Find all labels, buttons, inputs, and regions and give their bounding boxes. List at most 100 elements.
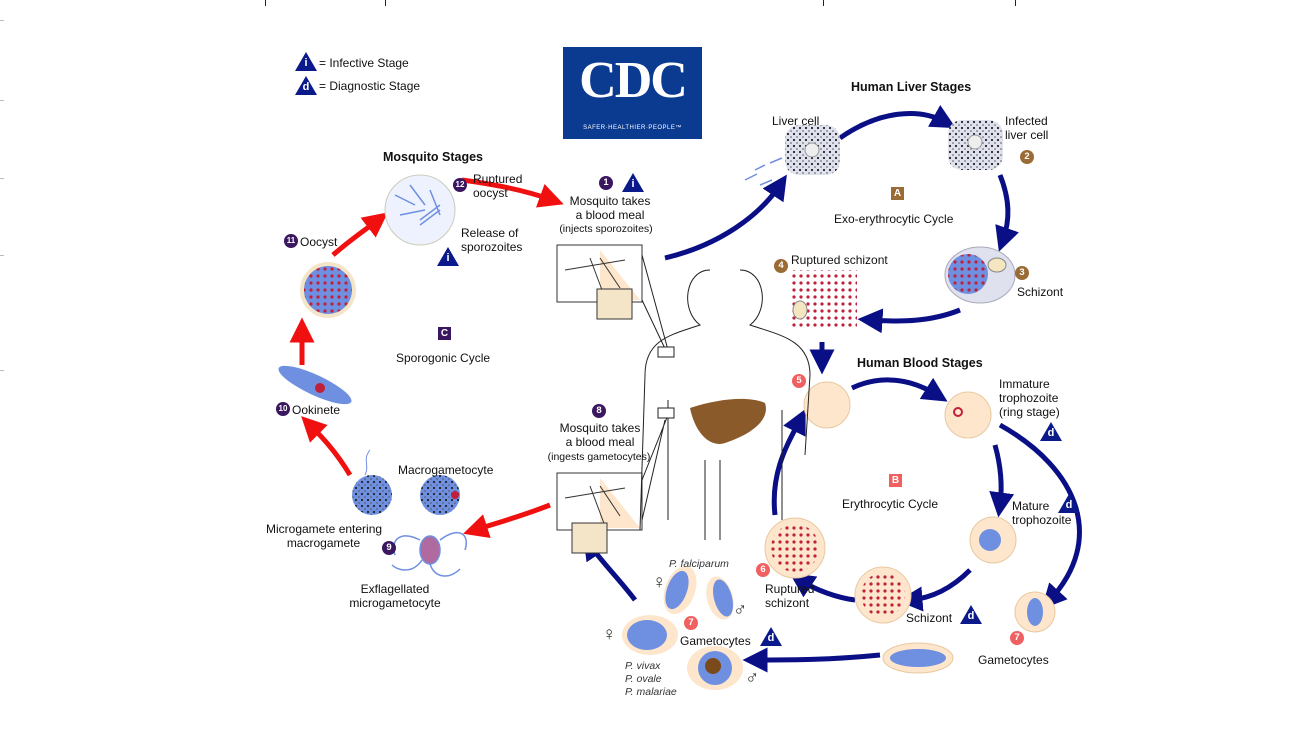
- mosquito-box-1: [556, 244, 643, 320]
- exflagellated-label: Exflagellated microgametocyte: [349, 582, 441, 610]
- infective-stage-icon: i: [437, 247, 459, 266]
- liver-organ: [690, 398, 766, 444]
- step-10-label: Ookinete: [292, 403, 341, 417]
- infective-stage-icon: i: [295, 52, 317, 71]
- step-1-sub: (injects sporozoites): [559, 223, 653, 235]
- erythrocytic-label: Erythrocytic Cycle: [842, 497, 939, 511]
- infected-liver-cell: [948, 120, 1003, 170]
- step-2-label: Infected liver cell: [1005, 114, 1049, 142]
- male-symbol: ♂: [745, 668, 760, 689]
- liver-schizont: [944, 246, 1016, 304]
- section-liver-title: Human Liver Stages: [851, 80, 972, 94]
- step-5-badge: 5: [792, 374, 806, 388]
- step-3-badge: 3: [1015, 266, 1029, 280]
- step-8-label: Mosquito takes a blood meal: [559, 421, 641, 449]
- falciparum-label: P. falciparum: [669, 558, 729, 570]
- arrow-ring-mature: [989, 444, 1015, 518]
- step-12-badge: 12: [453, 178, 467, 192]
- arrow-ruptured-rbc: [771, 408, 806, 516]
- step-2-badge: 2: [1020, 150, 1034, 164]
- step-8-badge: 8: [592, 404, 606, 418]
- step-11-badge: 11: [284, 234, 298, 248]
- blood-schizont-label: Schizont: [906, 611, 953, 625]
- red-blood-cell: [803, 381, 851, 429]
- human-silhouette: [639, 269, 811, 540]
- diagnostic-stage-icon: d: [295, 76, 317, 95]
- arrow-to-gametocytes: [742, 647, 881, 673]
- step-7b-badge: 7: [684, 616, 698, 630]
- diagnostic-stage-icon: d: [960, 605, 982, 624]
- immature-trophozoite-label: Immature trophozoite (ring stage): [999, 377, 1060, 419]
- sporogonic-label: Sporogonic Cycle: [396, 351, 491, 365]
- edge-mark: [265, 0, 266, 6]
- edge-mark: [0, 178, 4, 179]
- step-8-sub: (ingests gametocytes): [547, 451, 651, 463]
- liver-cell: [785, 125, 840, 175]
- edge-mark: [0, 255, 4, 256]
- edge-mark: [823, 0, 824, 6]
- section-mosquito-title: Mosquito Stages: [383, 150, 484, 164]
- step-7b-label: Gametocytes: [680, 634, 751, 648]
- step-9-badge: 9: [382, 541, 396, 555]
- arrow-mature-schizont: [897, 568, 972, 612]
- macrogametocyte-label: Macrogametocyte: [398, 463, 494, 477]
- diagnostic-stage-icon: d: [760, 627, 782, 646]
- cdc-logo: CDC SAFER·HEALTHIER·PEOPLE™: [563, 47, 702, 139]
- arrow-oocyst-release: [461, 177, 564, 208]
- step-4-badge: 4: [774, 259, 788, 273]
- arrow-to-liver: [664, 174, 787, 261]
- cycle-a-badge: A: [891, 187, 904, 200]
- cycle-c-badge: C: [438, 327, 451, 340]
- arrow-mosquito-zygote: [463, 502, 551, 539]
- release-sporozoites-label: Release of sporozoites: [461, 226, 523, 254]
- oocyst: [300, 262, 356, 318]
- exflagellated-cell: [391, 531, 467, 577]
- ruptured-oocyst: [384, 174, 456, 246]
- diagnostic-stage-icon: d: [1058, 494, 1080, 513]
- step-10-badge: 10: [276, 402, 290, 416]
- infective-stage-icon: i: [622, 173, 644, 192]
- female-symbol: ♀: [652, 572, 667, 593]
- male-symbol: ♂: [733, 600, 748, 621]
- step-12-label: Ruptured oocyst: [473, 172, 523, 200]
- sporozoites: [744, 157, 783, 186]
- mosquito-box-8: [556, 472, 643, 554]
- legend-infective-label: = Infective Stage: [319, 56, 409, 70]
- step-9-label: Microgamete entering macrogamete: [266, 522, 383, 550]
- exo-erythrocytic-label: Exo-erythrocytic Cycle: [834, 212, 954, 226]
- arrow-schizont-ruptured-blood: [789, 573, 856, 603]
- step-6-badge: 6: [756, 563, 770, 577]
- step-6-label: Ruptured schizont: [765, 582, 815, 610]
- step-3-label: Schizont: [1017, 285, 1064, 299]
- diagnostic-stage-icon: d: [1040, 422, 1062, 441]
- step-1-label: Mosquito takes a blood meal: [569, 194, 651, 222]
- edge-mark: [1015, 0, 1016, 6]
- step-1-badge: 1: [599, 176, 613, 190]
- arrow-zygote-ookinete: [301, 416, 353, 477]
- edge-mark: [0, 100, 4, 101]
- zygote: [352, 449, 392, 515]
- edge-mark: [0, 20, 4, 21]
- liver-cell-label: Liver cell: [772, 114, 820, 128]
- arrow-liver-infected: [838, 104, 956, 141]
- arrow-oocyst-ruptured: [331, 212, 388, 257]
- edge-mark: [385, 0, 386, 6]
- step-7-label: Gametocytes: [978, 653, 1049, 667]
- ring-trophozoite: [944, 391, 992, 439]
- step-4-label: Ruptured schizont: [791, 253, 888, 267]
- step-7-badge: 7: [1010, 631, 1024, 645]
- female-symbol: ♀: [602, 624, 617, 645]
- ookinete: [278, 365, 352, 405]
- section-blood-title: Human Blood Stages: [857, 356, 983, 370]
- other-species-label: P. vivax P. ovale P. malariae: [625, 660, 677, 698]
- mature-trophozoite-label: Mature trophozoite: [1012, 499, 1072, 527]
- arrow-schizont-ruptured: [857, 307, 961, 334]
- macrogametocyte-cell: [420, 475, 460, 515]
- step-11-label: Oocyst: [300, 235, 338, 249]
- legend-diagnostic-label: = Diagnostic Stage: [319, 79, 421, 93]
- arrow-infected-schizont: [995, 174, 1019, 252]
- edge-mark: [0, 370, 4, 371]
- cycle-b-badge: B: [889, 474, 902, 487]
